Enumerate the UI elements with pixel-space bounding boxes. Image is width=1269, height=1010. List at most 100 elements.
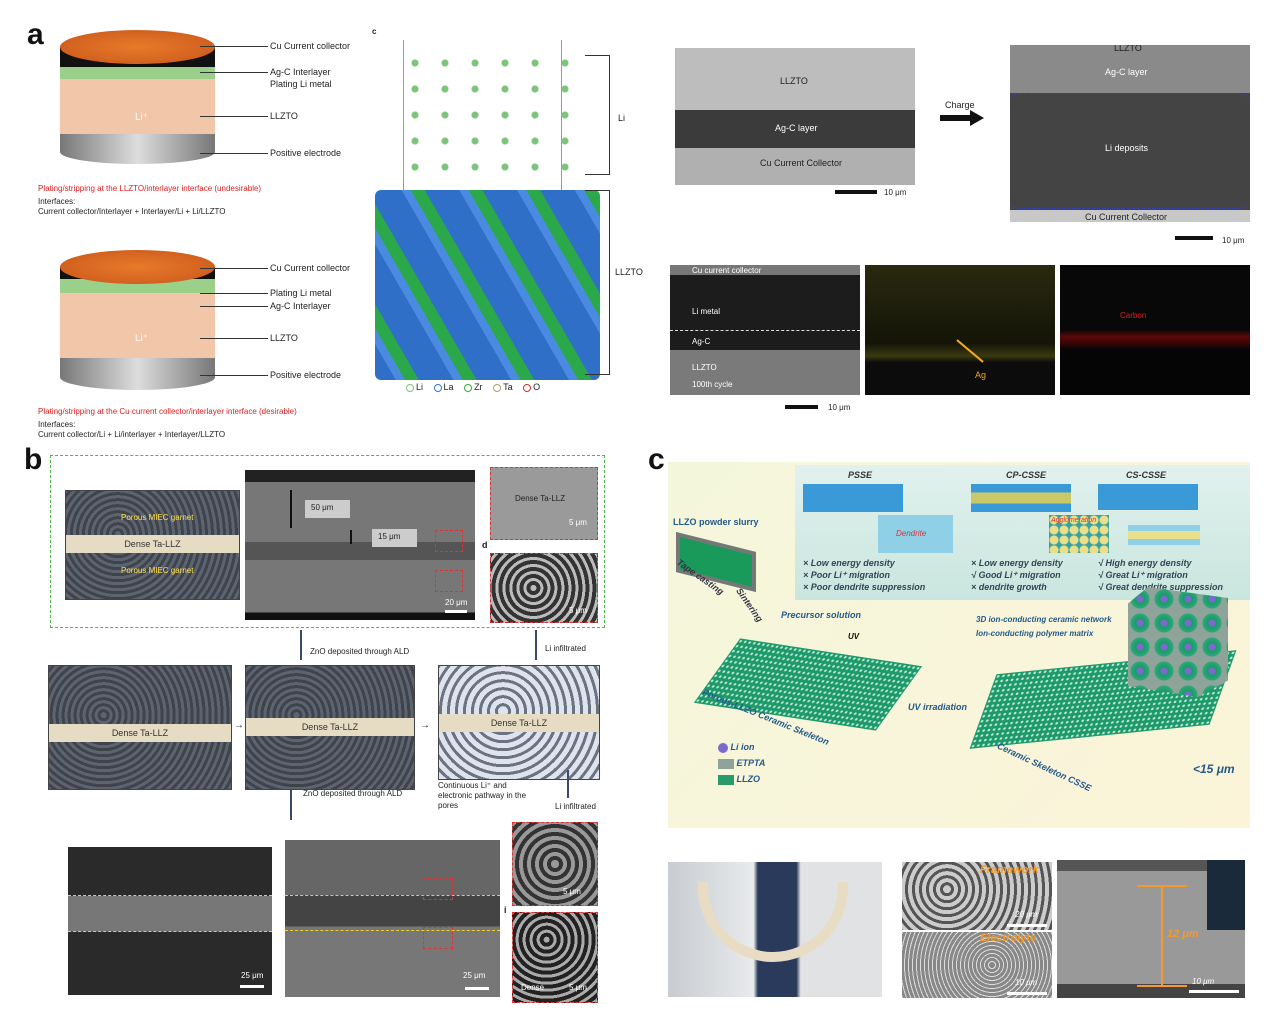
type-psse: PSSE Dendrite × Low energy density × Poo…	[803, 470, 953, 598]
legend-label: O	[533, 382, 541, 392]
layer-label: 100th cycle	[692, 380, 733, 389]
step-label: Continuous Li⁺ and electronic pathway in…	[438, 781, 527, 810]
sem-cross-section-100th-cycle: Cu current collector Li metal Ag-C LLZTO…	[670, 265, 860, 395]
uv-irradiation-label: UV irradiation	[908, 702, 968, 712]
li-ion-label: Li⁺	[135, 112, 149, 123]
legend-swatch	[718, 774, 734, 785]
ag-label: Ag	[975, 370, 987, 380]
property-item: × dendrite growth	[971, 582, 1047, 592]
li-infiltrated-scaffold: Dense Ta-LLZ	[438, 665, 600, 780]
dense-layer-label: Dense Ta-LLZ	[49, 724, 231, 742]
layer-label: Cu current collector	[692, 266, 762, 275]
interfaces-title: Interfaces:	[38, 420, 76, 429]
network-label: 3D ion-conducting ceramic network	[976, 615, 1112, 624]
up-arrow-icon	[290, 790, 292, 820]
sem-after-charge: LLZTO Ag-C layer Li deposits Cu Current …	[1010, 45, 1250, 222]
step-label: Li infiltrated	[545, 644, 586, 653]
legend-dot-la	[433, 383, 442, 392]
thickness-label: <15 μm	[1193, 762, 1235, 776]
uv-label: UV	[848, 632, 860, 641]
up-arrow-icon	[567, 770, 569, 798]
framework-label: Framework	[980, 864, 1039, 876]
property-item: × Low energy density	[803, 558, 895, 568]
legend-label: Ta	[503, 382, 513, 392]
arrow-icon	[956, 339, 984, 363]
layer-label: Ag-C layer	[775, 123, 818, 133]
label-agc: Ag-C Interlayer	[270, 67, 331, 77]
dense-layer-label: Dense Ta-LLZ	[439, 714, 599, 732]
dense-layer-label: Dense Ta-LLZ	[246, 718, 414, 736]
type-name: CP-CSSE	[1006, 470, 1047, 480]
property-item: √ Great Li⁺ migration	[1098, 570, 1188, 580]
legend-dot-o	[523, 383, 532, 392]
property-item: × Low energy density	[971, 558, 1063, 568]
legend-label: La	[443, 382, 454, 392]
scale-bar-label: 20 μm	[1015, 910, 1038, 919]
product-label: Ceramic Skeleton CSSE	[995, 740, 1093, 794]
sem-inset-infiltrated: 5 μm	[512, 822, 598, 906]
down-arrow-icon	[300, 630, 302, 660]
legend-label: Li	[416, 382, 424, 392]
label-llzto: LLZTO	[270, 333, 298, 343]
scale-bar-label: 25 μm	[463, 971, 486, 980]
scale-bar-label: 20 μm	[445, 598, 468, 607]
legend-label: Li ion	[730, 742, 755, 752]
legend-label: Zr	[474, 382, 483, 392]
li-ion-label: Li⁺	[135, 333, 149, 344]
sem-cross-section-csse: 12 μm 10 μm	[1057, 860, 1245, 998]
inset-label: Dense	[521, 983, 545, 992]
layer-label: LLZTO	[780, 76, 808, 86]
layer-label: Li metal	[692, 307, 721, 316]
label-cu: Cu Current collector	[270, 263, 351, 273]
property-item: √ Great dendrite suppression	[1098, 582, 1223, 592]
layer-label: LLZTO	[1114, 45, 1142, 53]
sintering-label: Sintering	[734, 586, 765, 624]
scale-bar-label: 10 μm	[828, 403, 851, 412]
layer-label: Ag-C layer	[1105, 67, 1148, 77]
region-llzto-label: LLZTO	[615, 267, 643, 277]
sem-inset-porous: 5 μm	[490, 553, 598, 623]
thickness-label: 15 μm	[378, 532, 401, 541]
scale-bar-label: 5 μm	[569, 518, 587, 527]
label-positive: Positive electrode	[270, 370, 342, 380]
inset-label: Dendrite	[896, 529, 927, 538]
electrolyte-label: Electrolyte	[980, 932, 1037, 944]
label-li: Plating Li metal	[270, 288, 332, 298]
property-item: √ High energy density	[1098, 558, 1192, 568]
type-cp-csse: CP-CSSE Agglomeration × Low energy densi…	[971, 470, 1121, 598]
label-cu: Cu Current collector	[270, 41, 351, 51]
sem-before-charge: LLZTO Ag-C layer Cu Current Collector	[675, 48, 915, 185]
legend-swatch	[718, 758, 734, 769]
porous-label: Porous MIEC garnet	[121, 566, 194, 575]
flexible-membrane-photo	[668, 862, 882, 997]
porous-scaffold: Dense Ta-LLZ	[48, 665, 232, 790]
crystal-structure	[375, 40, 600, 380]
step-label: ZnO deposited through ALD	[310, 647, 410, 656]
eds-map-ag: Ag	[865, 265, 1055, 395]
scale-bar-label: 5 μm	[569, 606, 587, 615]
sem-trilayer: 50 μm 15 μm 20 μm	[245, 470, 475, 620]
schematic-legend: Li ion ETPTA LLZO	[718, 742, 765, 790]
scale-bar-label: 5 μm	[569, 983, 587, 992]
scale-bar-label: 10 μm	[1222, 236, 1245, 245]
caption-undesirable: Plating/stripping at the LLZTO/interlaye…	[38, 184, 262, 193]
legend-swatch	[718, 742, 728, 753]
layer-label: Ag-C	[692, 337, 711, 346]
property-item: × Poor Li⁺ migration	[803, 570, 891, 580]
scale-bar-label: 10 μm	[884, 188, 907, 197]
interfaces-text: Current collector/Interlayer + Interlaye…	[38, 207, 226, 216]
label-positive: Positive electrode	[270, 148, 342, 158]
charge-arrow-icon	[940, 115, 972, 121]
layer-label: Cu Current Collector	[1085, 212, 1168, 222]
subpanel-label-d: d	[482, 540, 488, 550]
charge-label: Charge	[945, 100, 975, 110]
sem-framework: Framework 20 μm	[902, 862, 1052, 930]
arrow-right-icon: →	[234, 720, 244, 731]
scale-bar-label: 10 μm	[1192, 977, 1215, 986]
network-magnified-cube	[1128, 587, 1228, 697]
inset-label: Agglomeration	[1051, 517, 1097, 524]
schematic-porous-dense-porous: Porous MIEC garnet Dense Ta-LLZ Porous M…	[65, 490, 240, 600]
subpanel-label-i: i	[504, 905, 507, 915]
sem-before-infiltration: 25 μm	[68, 847, 272, 995]
interfaces-title: Interfaces:	[38, 197, 76, 206]
